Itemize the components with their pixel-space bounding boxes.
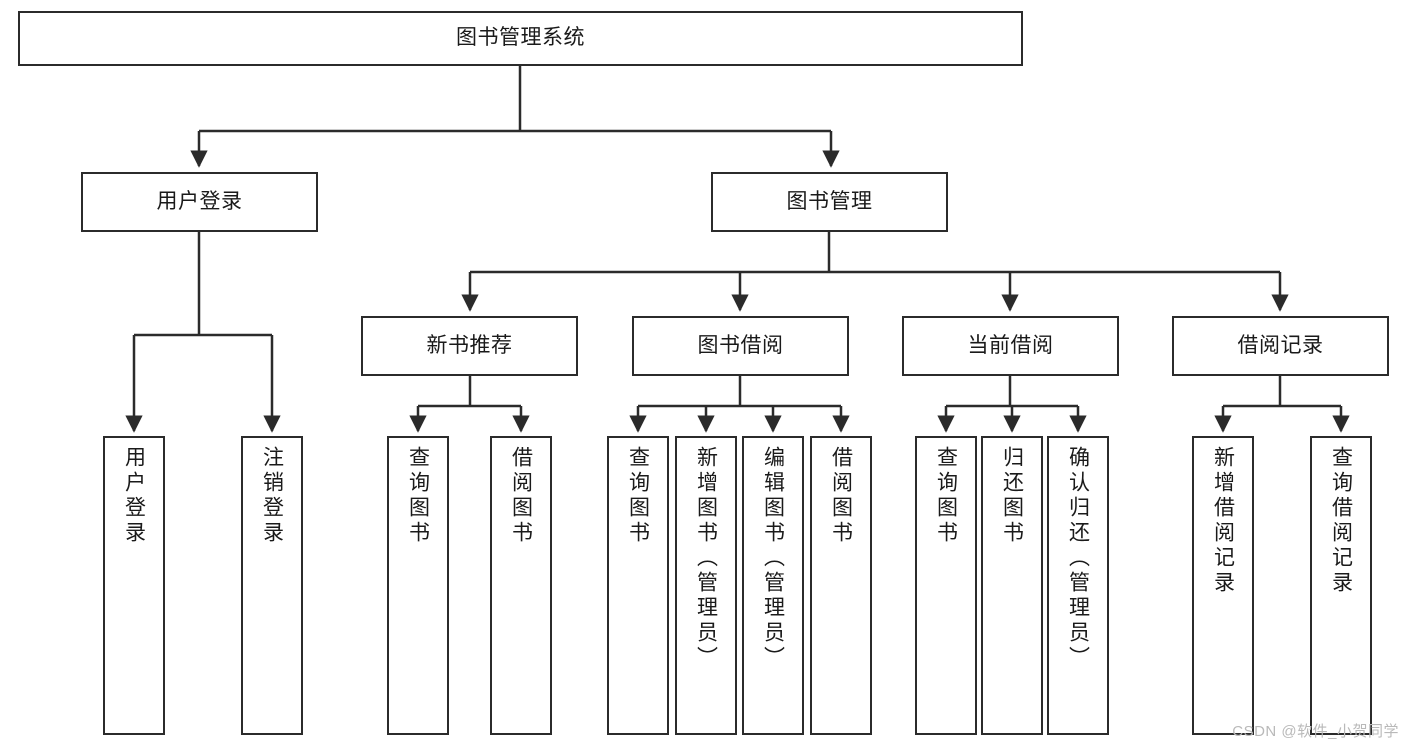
node-leaf-logout-login[interactable]: 注销登录 xyxy=(241,436,303,735)
node-label: 新增图书（管理员） xyxy=(694,446,718,671)
node-leaf-confirm-return[interactable]: 确认归还（管理员） xyxy=(1047,436,1109,735)
node-leaf-user-login[interactable]: 用户登录 xyxy=(103,436,165,735)
node-label: 查询借阅记录 xyxy=(1329,446,1353,596)
node-label: 新增借阅记录 xyxy=(1211,446,1235,596)
node-new-book-recommend[interactable]: 新书推荐 xyxy=(361,316,578,376)
node-label: 确认归还（管理员） xyxy=(1066,446,1090,671)
node-leaf-query-book-3[interactable]: 查询图书 xyxy=(915,436,977,735)
node-label: 新书推荐 xyxy=(426,333,513,357)
node-label: 图书管理系统 xyxy=(456,26,585,50)
node-label: 归还图书 xyxy=(1000,446,1024,546)
node-leaf-query-book-2[interactable]: 查询图书 xyxy=(607,436,669,735)
node-label: 注销登录 xyxy=(260,446,284,546)
node-leaf-add-record[interactable]: 新增借阅记录 xyxy=(1192,436,1254,735)
node-label: 用户登录 xyxy=(156,189,243,213)
node-label: 图书借阅 xyxy=(697,333,784,357)
node-leaf-borrow-book-1[interactable]: 借阅图书 xyxy=(490,436,552,735)
node-book-borrow[interactable]: 图书借阅 xyxy=(632,316,849,376)
node-leaf-query-record[interactable]: 查询借阅记录 xyxy=(1310,436,1372,735)
node-current-borrow[interactable]: 当前借阅 xyxy=(902,316,1119,376)
node-label: 借阅图书 xyxy=(829,446,853,546)
node-book-manage[interactable]: 图书管理 xyxy=(711,172,948,232)
node-label: 查询图书 xyxy=(406,446,430,546)
node-label: 借阅图书 xyxy=(509,446,533,546)
node-borrow-record[interactable]: 借阅记录 xyxy=(1172,316,1389,376)
node-label: 查询图书 xyxy=(934,446,958,546)
csdn-watermark: CSDN @软件_小贺同学 xyxy=(1232,723,1399,740)
node-user-login[interactable]: 用户登录 xyxy=(81,172,318,232)
node-leaf-query-book-1[interactable]: 查询图书 xyxy=(387,436,449,735)
node-leaf-return-book[interactable]: 归还图书 xyxy=(981,436,1043,735)
node-leaf-edit-book[interactable]: 编辑图书（管理员） xyxy=(742,436,804,735)
node-leaf-borrow-book-2[interactable]: 借阅图书 xyxy=(810,436,872,735)
node-label: 当前借阅 xyxy=(967,333,1054,357)
node-leaf-add-book[interactable]: 新增图书（管理员） xyxy=(675,436,737,735)
node-book-management-system[interactable]: 图书管理系统 xyxy=(18,11,1023,66)
node-label: 编辑图书（管理员） xyxy=(761,446,785,671)
node-label: 图书管理 xyxy=(786,189,873,213)
node-label: 用户登录 xyxy=(122,446,146,546)
node-label: 借阅记录 xyxy=(1237,333,1324,357)
node-label: 查询图书 xyxy=(626,446,650,546)
